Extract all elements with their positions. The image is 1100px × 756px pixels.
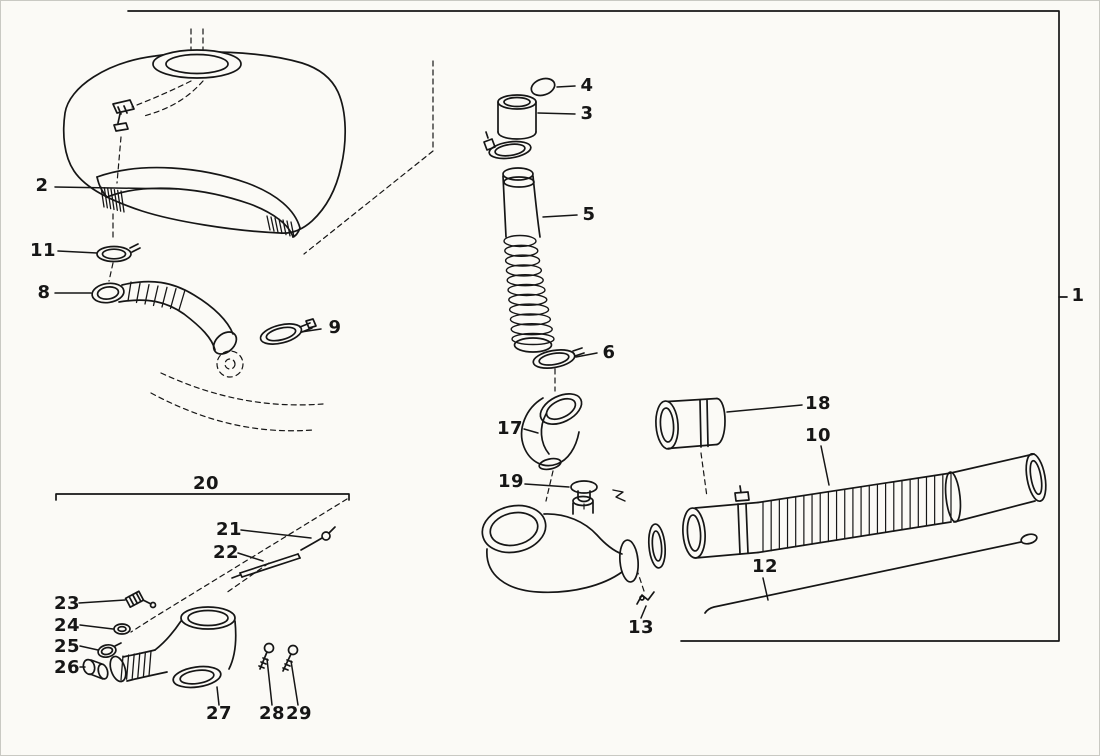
part-label-12: 12 xyxy=(751,556,779,577)
part-27-manifold xyxy=(109,606,237,689)
upper-hose-clamp xyxy=(483,131,532,160)
part-25-clamp xyxy=(97,642,122,659)
part-21-lever xyxy=(300,526,336,551)
part-label-5: 5 xyxy=(582,204,596,225)
part-label-21: 21 xyxy=(215,519,243,540)
assembly-dashed-lines xyxy=(545,368,708,592)
part-label-9: 9 xyxy=(328,317,342,338)
part-2-fuel-tank xyxy=(62,28,347,282)
part-label-20: 20 xyxy=(192,473,220,494)
part-22-rod xyxy=(231,553,301,579)
hose5-bellows xyxy=(503,234,555,346)
part-label-2: 2 xyxy=(35,175,49,196)
part-label-17: 17 xyxy=(496,418,524,439)
part-18-sleeve xyxy=(655,397,726,450)
part-label-24: 24 xyxy=(53,615,81,636)
part-11-clamp xyxy=(96,243,141,263)
part-24-grommet xyxy=(113,623,131,635)
part-4-seal-ring xyxy=(530,77,556,97)
part-label-4: 4 xyxy=(580,75,594,96)
part-label-18: 18 xyxy=(804,393,832,414)
part-29-screw xyxy=(282,644,299,672)
part-26-stub-hose xyxy=(82,658,109,680)
part-3-sleeve xyxy=(497,94,537,140)
part-12-drain-hose xyxy=(704,533,1038,614)
leader-lines xyxy=(54,85,830,706)
part-9-clamp xyxy=(259,318,317,345)
part-8-elbow-hose xyxy=(91,280,238,355)
part-28-screw xyxy=(258,642,275,670)
part-label-29: 29 xyxy=(285,703,313,724)
gasket-ring xyxy=(647,523,667,569)
part-label-22: 22 xyxy=(212,542,240,563)
part-label-19: 19 xyxy=(497,471,525,492)
part-10-air-hose xyxy=(682,452,1047,559)
retaining-clip-small xyxy=(612,489,626,502)
part-label-1: 1 xyxy=(1071,285,1085,306)
subassembly-dashed-lines xyxy=(130,498,348,633)
part-label-27: 27 xyxy=(205,703,233,724)
hose8-ribs xyxy=(127,281,186,311)
part-label-11: 11 xyxy=(29,240,57,261)
part-label-26: 26 xyxy=(53,657,81,678)
frame-reference-dashed xyxy=(150,60,434,432)
assembly-bracket-1 xyxy=(127,10,1068,642)
part-label-13: 13 xyxy=(627,617,655,638)
tank-hatch-right xyxy=(266,215,295,238)
manifold-branch-ribs xyxy=(120,650,152,681)
part-17-intake-funnel xyxy=(520,392,583,471)
part-label-3: 3 xyxy=(580,103,594,124)
part-5-intake-hose xyxy=(502,167,555,353)
part-6-clamp xyxy=(532,347,585,369)
part-13-clip xyxy=(636,591,655,605)
part-label-23: 23 xyxy=(53,593,81,614)
part-label-6: 6 xyxy=(602,342,616,363)
part-label-25: 25 xyxy=(53,636,81,657)
part-23-valve xyxy=(124,590,157,609)
part-label-10: 10 xyxy=(804,425,832,446)
tank-dashed-details xyxy=(108,28,204,282)
part-label-28: 28 xyxy=(258,703,286,724)
subassembly-bracket-20 xyxy=(55,493,350,501)
part-label-8: 8 xyxy=(37,282,51,303)
intake-elbow xyxy=(481,495,640,594)
tank-hatch-left xyxy=(100,186,125,213)
hose10-ribs xyxy=(762,472,952,553)
